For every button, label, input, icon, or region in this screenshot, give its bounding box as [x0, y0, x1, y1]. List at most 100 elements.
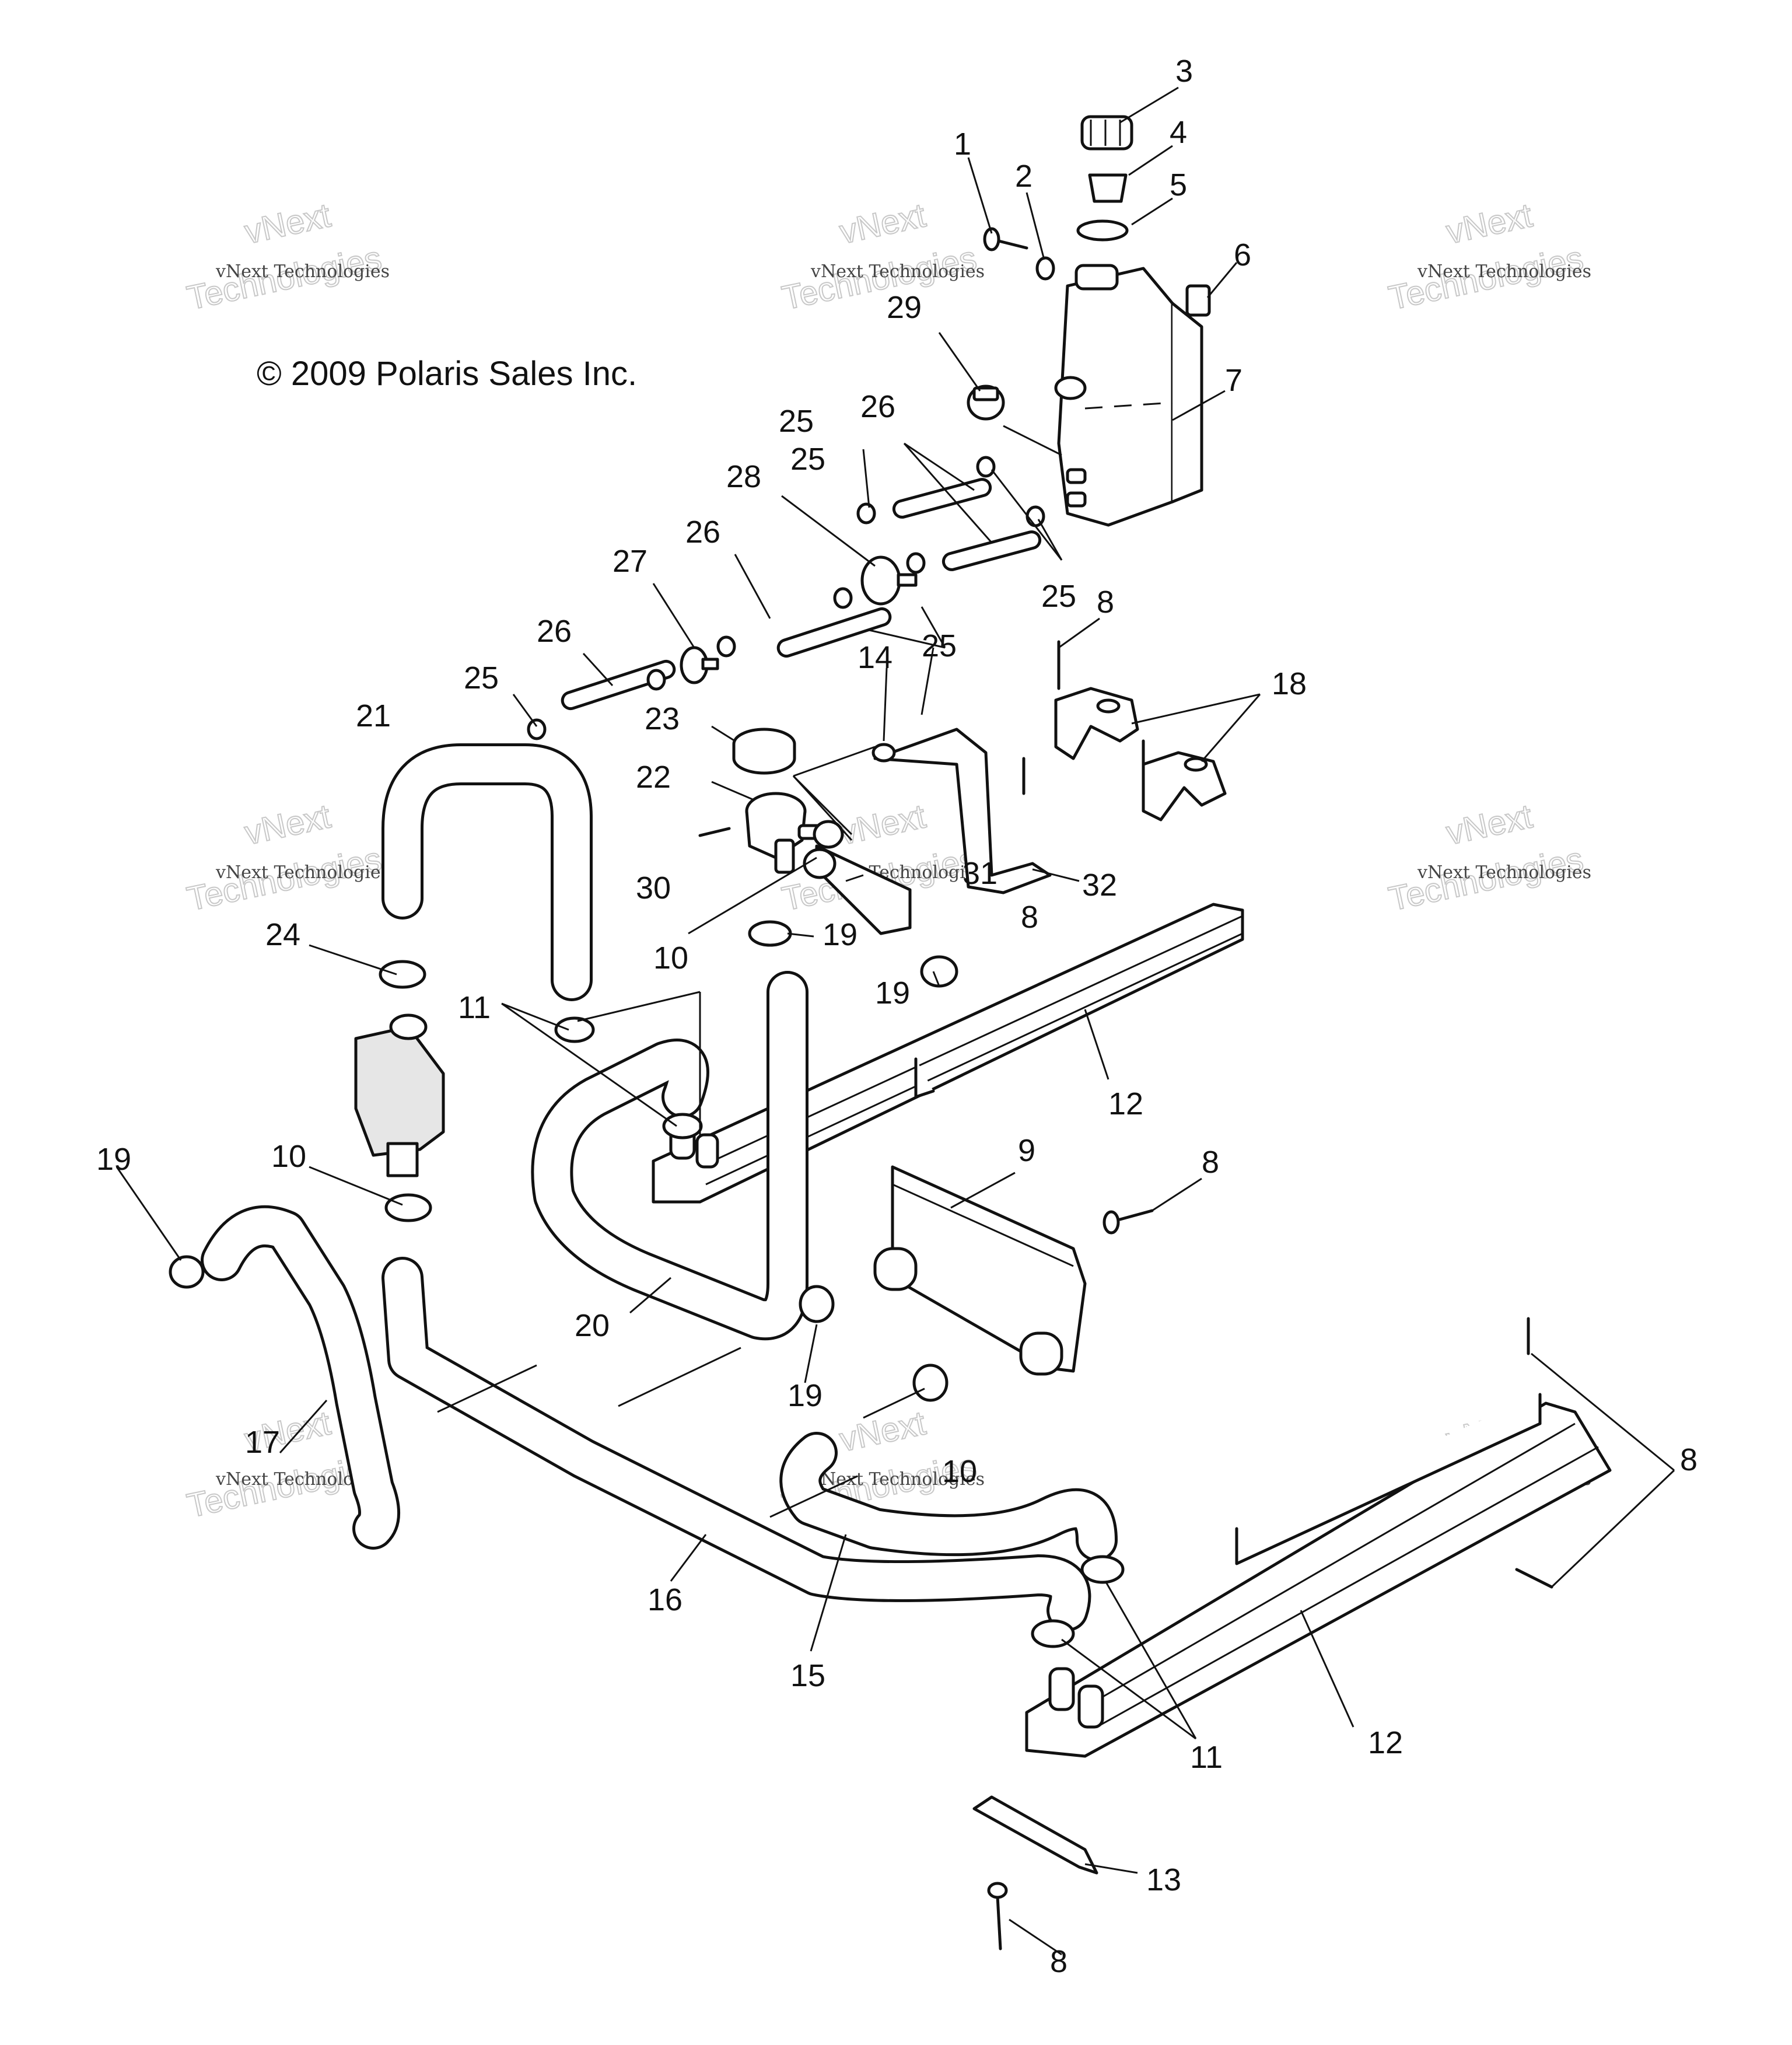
callout-14: 14 — [858, 640, 892, 675]
watermark: vNext Technologies vNext Technologies — [1385, 195, 1591, 317]
callout-29: 29 — [887, 290, 922, 325]
watermark-small: vNext Technologies — [215, 261, 390, 282]
watermark: vNext Technologies vNext Technologies — [778, 195, 985, 317]
callout-30: 30 — [636, 871, 671, 906]
bleed-screw — [698, 827, 731, 837]
mount-bolt — [983, 227, 1028, 251]
radiator-bracket-1 — [1054, 687, 1139, 760]
callout-27: 27 — [612, 544, 648, 579]
callout-10a: 10 — [653, 941, 688, 976]
hose-15 — [779, 1432, 1118, 1561]
hose-21 — [382, 743, 593, 1001]
radiator-bracket-2 — [1142, 751, 1227, 822]
watermark: vNext Technologies vNext Technologies — [183, 796, 390, 918]
clamp-10b — [912, 1364, 949, 1402]
heat-exchanger-9 — [873, 1165, 1087, 1376]
callout-25b: 25 — [779, 404, 814, 439]
heat-exchanger-upper — [652, 903, 1244, 1204]
callout-2: 2 — [1015, 159, 1032, 194]
hose-clamp-29 — [967, 384, 1005, 421]
callout-17: 17 — [245, 1425, 280, 1460]
callout-9: 9 — [1018, 1133, 1035, 1168]
callout-26a: 26 — [860, 389, 895, 424]
bypass-hose — [813, 820, 958, 988]
callout-23: 23 — [645, 701, 680, 736]
reservoir-cap — [1080, 115, 1133, 151]
callout-26b: 26 — [685, 515, 720, 550]
screw-8g — [996, 1894, 1002, 1950]
copyright-text: © 2009 Polaris Sales Inc. — [257, 355, 637, 393]
check-valve-28 — [860, 555, 918, 606]
callout-numbers: 1 2 3 4 5 6 7 8 8 8 8 8 9 10 10 10 11 11… — [96, 54, 1698, 1979]
callout-19a: 19 — [822, 917, 858, 952]
callout-24: 24 — [265, 917, 300, 952]
watermark-small: vNext Technologies — [1417, 862, 1591, 883]
cap-insert — [1088, 173, 1128, 203]
callout-22: 22 — [636, 760, 671, 795]
callout-19b: 19 — [875, 976, 910, 1011]
callout-19d: 19 — [788, 1378, 822, 1413]
callout-8d: 8 — [1050, 1944, 1068, 1979]
hose-16 — [382, 1257, 1091, 1631]
watermark-big-1: vNext — [836, 797, 929, 852]
clamp-19c — [799, 1285, 835, 1323]
watermark-small: vNext Technologies — [215, 862, 390, 883]
callout-10b: 10 — [271, 1139, 306, 1174]
callout-12a: 12 — [1108, 1086, 1143, 1121]
coolant-pump — [354, 1013, 445, 1177]
watermark-small: vNext Technologies — [810, 1469, 985, 1490]
watermark-big-1: vNext — [836, 1404, 929, 1459]
watermark: vNext Technologies vNext Technologies — [183, 195, 390, 317]
callout-13: 13 — [1146, 1862, 1181, 1897]
fasteners — [987, 1209, 1553, 1950]
watermark-big-1: vNext — [836, 196, 929, 251]
watermark-small: vNext Technologies — [810, 261, 985, 282]
callout-11b: 11 — [1190, 1740, 1223, 1775]
callout-28: 28 — [726, 459, 761, 494]
clamp-24 — [379, 960, 426, 989]
callout-31: 31 — [963, 856, 998, 891]
screw-8d — [1118, 1209, 1154, 1221]
callout-32: 32 — [1082, 868, 1117, 903]
check-valve-27 — [680, 646, 719, 684]
hose-clamps — [169, 848, 1125, 1648]
callout-8a: 8 — [1097, 585, 1114, 620]
watermark-big-1: vNext — [1443, 196, 1536, 251]
callout-18: 18 — [1272, 666, 1307, 701]
clamp-11b — [662, 1113, 703, 1139]
callout-3: 3 — [1175, 54, 1193, 89]
callout-5: 5 — [1170, 167, 1187, 202]
clamp-19a — [748, 920, 792, 947]
hose-20 — [531, 971, 808, 1341]
callout-8c: 8 — [1680, 1442, 1698, 1477]
screw-8f — [1515, 1568, 1553, 1589]
watermark-small: vNext Technologies — [1417, 261, 1591, 282]
clamp-19b — [169, 1255, 205, 1289]
bracket-13 — [972, 1795, 1098, 1875]
callout-25c: 25 — [1041, 579, 1076, 614]
callout-6: 6 — [1234, 237, 1251, 272]
hose-17 — [201, 1205, 400, 1550]
callout-8e: 8 — [1021, 900, 1038, 935]
callout-25a: 25 — [464, 660, 499, 695]
watermark-big-1: vNext — [242, 797, 334, 852]
cap-gasket — [1076, 219, 1129, 242]
callout-1: 1 — [954, 127, 971, 162]
callout-15: 15 — [790, 1658, 825, 1693]
callout-8b: 8 — [1202, 1145, 1219, 1180]
callout-11a: 11 — [458, 990, 491, 1025]
vent-hoses — [527, 456, 1045, 740]
callout-10c: 10 — [942, 1454, 977, 1489]
callout-16: 16 — [648, 1582, 682, 1617]
callout-7: 7 — [1225, 363, 1242, 398]
clamp-10c — [803, 848, 836, 879]
callout-25e: 25 — [790, 442, 825, 477]
callout-19c: 19 — [96, 1142, 131, 1177]
callout-26c: 26 — [537, 614, 572, 649]
heat-exchanger-lower — [1025, 1393, 1612, 1758]
callout-20: 20 — [575, 1308, 610, 1343]
mount-bracket-32 — [872, 728, 1052, 894]
watermark-big-1: vNext — [1443, 797, 1536, 852]
